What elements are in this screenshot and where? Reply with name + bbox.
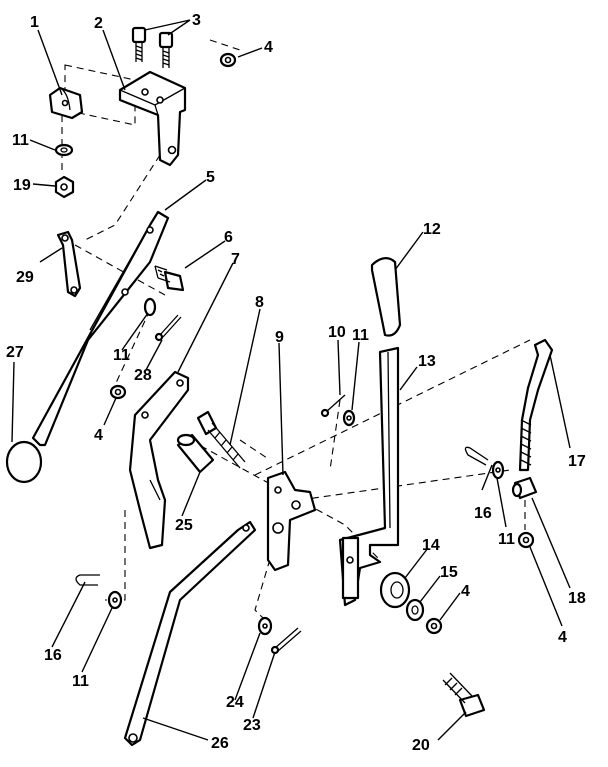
part-2-bracket [118,70,187,167]
callout-16: 16 [474,505,492,522]
part-16-hairpin-left [75,574,100,586]
callout-numbers: 1 2 3 4 11 19 5 6 7 29 8 12 10 11 9 27 1… [6,12,586,754]
part-8-bolt [196,410,246,469]
part-11-washer-top [54,143,74,157]
callout-11: 11 [113,347,130,364]
part-25-spacer [176,433,215,474]
callout-26: 26 [211,735,229,752]
part-11-washer-mid [143,297,157,317]
callout-27: 27 [6,344,24,361]
part-18-ferrule [511,476,538,500]
callout-1: 1 [30,14,39,31]
callout-5: 5 [206,169,215,186]
callout-25: 25 [175,517,193,534]
part-3-bolts [131,26,174,68]
part-12-grip [370,257,402,337]
part-28-cotter-pin [154,314,182,342]
part-13-lever [338,346,400,607]
callout-10: 10 [328,324,346,341]
part-6-bolt [154,265,185,292]
callout-11: 11 [498,531,515,548]
part-15-washer [405,598,425,622]
assembly-guide-lines [61,39,531,621]
part-26-rod [123,520,257,747]
callout-4: 4 [461,583,470,600]
part-14-bushing [379,571,411,609]
callout-19: 19 [13,177,31,194]
part-4-nut-top [219,52,237,68]
part-5-lever [31,210,170,447]
part-11-washer-pin [342,409,356,427]
callout-24: 24 [226,694,244,711]
callout-4: 4 [558,629,567,646]
part-20-bolt [442,672,486,718]
part-7-plate [128,370,190,550]
part-29-link [56,230,82,298]
callout-9: 9 [275,329,284,346]
part-4-nut-right [517,531,535,549]
callout-28: 28 [134,367,152,384]
callout-2: 2 [94,15,103,32]
part-24-washer [257,616,273,636]
part-1-clip [48,86,84,120]
part-11-washer-lower-left [107,590,123,610]
callout-17: 17 [568,453,586,470]
part-19-nut [54,175,75,199]
leader-lines [11,19,571,741]
part-4-nut-left [109,384,127,400]
callout-11: 11 [72,673,89,690]
part-16-hairpin-right [464,446,489,466]
part-10-clip [320,394,346,418]
part-11-washer-right [491,460,505,480]
callout-3: 3 [192,12,201,29]
callout-12: 12 [423,221,441,238]
part-27-knob [5,440,43,484]
part-23-cotter-pin [270,627,302,655]
callout-4: 4 [264,39,273,56]
callout-7: 7 [231,251,240,268]
callout-8: 8 [255,294,264,311]
callout-18: 18 [568,590,586,607]
callout-4: 4 [94,427,103,444]
part-17-rod [518,338,554,472]
callout-11: 11 [352,327,369,344]
callout-13: 13 [418,353,436,370]
part-4-nut-center [425,617,443,635]
callout-11: 11 [12,132,29,149]
callout-6: 6 [224,229,233,246]
callout-20: 20 [412,737,430,754]
callout-29: 29 [16,269,34,286]
callout-23: 23 [243,717,261,734]
part-9-bracket [266,470,317,572]
callout-14: 14 [422,537,440,554]
callout-16: 16 [44,647,62,664]
callout-15: 15 [440,564,458,581]
